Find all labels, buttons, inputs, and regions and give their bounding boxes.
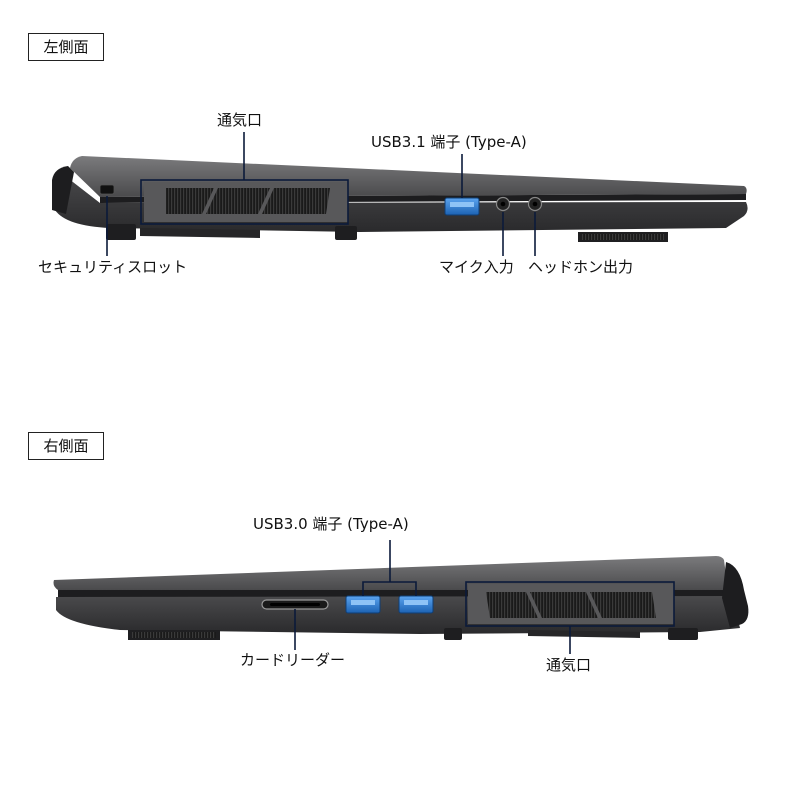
security-slot-icon — [99, 184, 115, 195]
left-vent-label: 通気口 — [217, 111, 263, 129]
right-vent-slot-3 — [590, 592, 656, 618]
left-vent-slot-2 — [206, 188, 270, 214]
left-vent-slot-3 — [262, 188, 330, 214]
right-side-title: 右側面 — [28, 432, 104, 460]
right-vent-slot-2 — [530, 592, 598, 618]
right-usb-label: USB3.0 端子 (Type-A) — [253, 515, 409, 533]
left-callouts — [106, 132, 536, 256]
left-rear-mesh — [582, 234, 664, 240]
right-usb-port-2-tongue — [404, 600, 428, 605]
card-reader-label: カードリーダー — [240, 651, 346, 669]
left-under-ridge — [140, 228, 260, 238]
mic-jack-hole — [500, 201, 506, 207]
right-foot-rear — [668, 628, 698, 640]
security-slot-label: セキュリティスロット — [38, 258, 188, 276]
mic-input-label: マイク入力 — [439, 258, 514, 276]
left-side-title: 左側面 — [28, 33, 104, 61]
left-usb-port-tongue — [450, 202, 474, 207]
left-hinge — [52, 166, 74, 214]
right-vent-slot-1 — [486, 592, 538, 618]
left-foot-front — [106, 224, 136, 240]
card-reader-slot — [270, 603, 320, 606]
right-foot-mid — [444, 628, 462, 640]
left-laptop — [52, 156, 748, 242]
headphone-output-label: ヘッドホン出力 — [528, 258, 634, 276]
left-usb-label: USB3.1 端子 (Type-A) — [371, 133, 527, 151]
right-callouts — [294, 540, 675, 654]
left-foot-mid — [335, 226, 357, 240]
left-vent-slot-1 — [166, 188, 214, 214]
headphone-jack-hole — [532, 201, 538, 207]
right-vent-label: 通気口 — [546, 656, 592, 674]
right-hinge — [722, 562, 749, 628]
right-usb-port-1-tongue — [351, 600, 375, 605]
right-under-ridge — [528, 630, 640, 638]
right-front-mesh — [132, 632, 216, 638]
right-laptop — [53, 556, 749, 640]
